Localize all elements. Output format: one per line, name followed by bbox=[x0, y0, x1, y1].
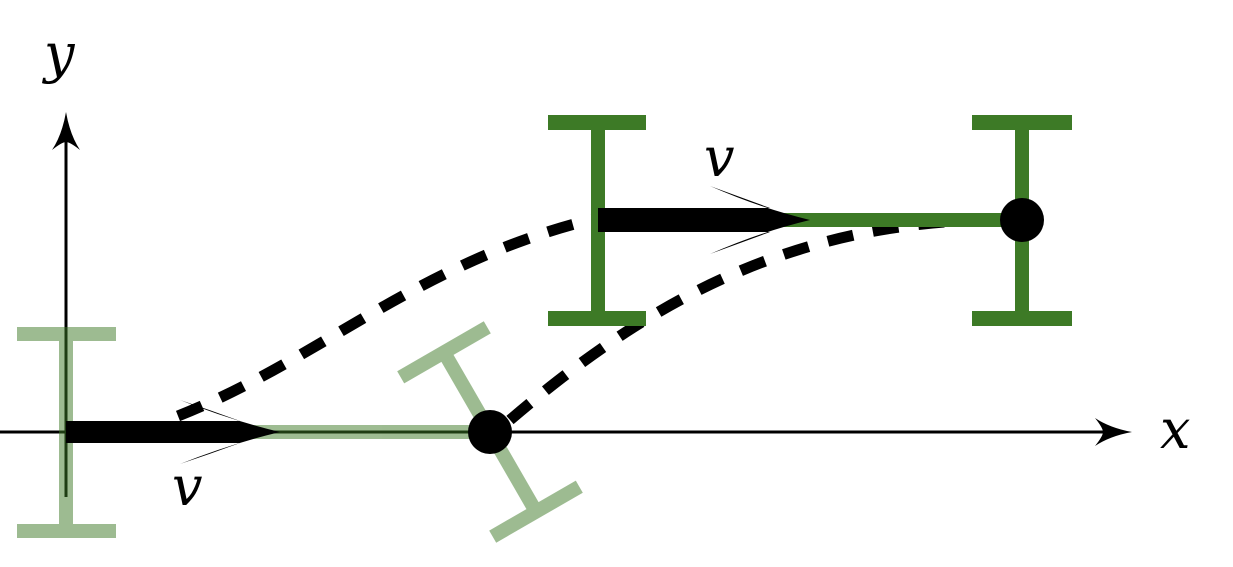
final-front-wheel-top bbox=[972, 115, 1072, 130]
initial-front-point bbox=[468, 410, 512, 454]
initial-velocity-label: v bbox=[172, 455, 203, 518]
final-front-point bbox=[1000, 198, 1044, 242]
final-rear-wheel-bottom bbox=[548, 311, 646, 326]
final-vehicle bbox=[548, 115, 1072, 326]
initial-front-wheel-top bbox=[397, 321, 491, 384]
final-front-wheel-bottom bbox=[972, 311, 1072, 326]
final-rear-wheel-top bbox=[548, 115, 646, 130]
final-velocity-arrow bbox=[598, 186, 810, 254]
final-velocity-label: v bbox=[704, 126, 735, 189]
y-axis-arrowhead bbox=[52, 112, 80, 150]
x-axis-label: x bbox=[1160, 398, 1190, 461]
initial-velocity-arrow bbox=[66, 400, 280, 464]
initial-rear-wheel-top bbox=[17, 327, 116, 341]
x-axis-arrowhead bbox=[1095, 418, 1132, 446]
initial-rear-wheel-bottom bbox=[17, 524, 116, 538]
trajectory-path-front bbox=[175, 212, 600, 422]
y-axis-label: y bbox=[42, 22, 76, 85]
initial-front-wheel-bottom bbox=[489, 480, 583, 543]
